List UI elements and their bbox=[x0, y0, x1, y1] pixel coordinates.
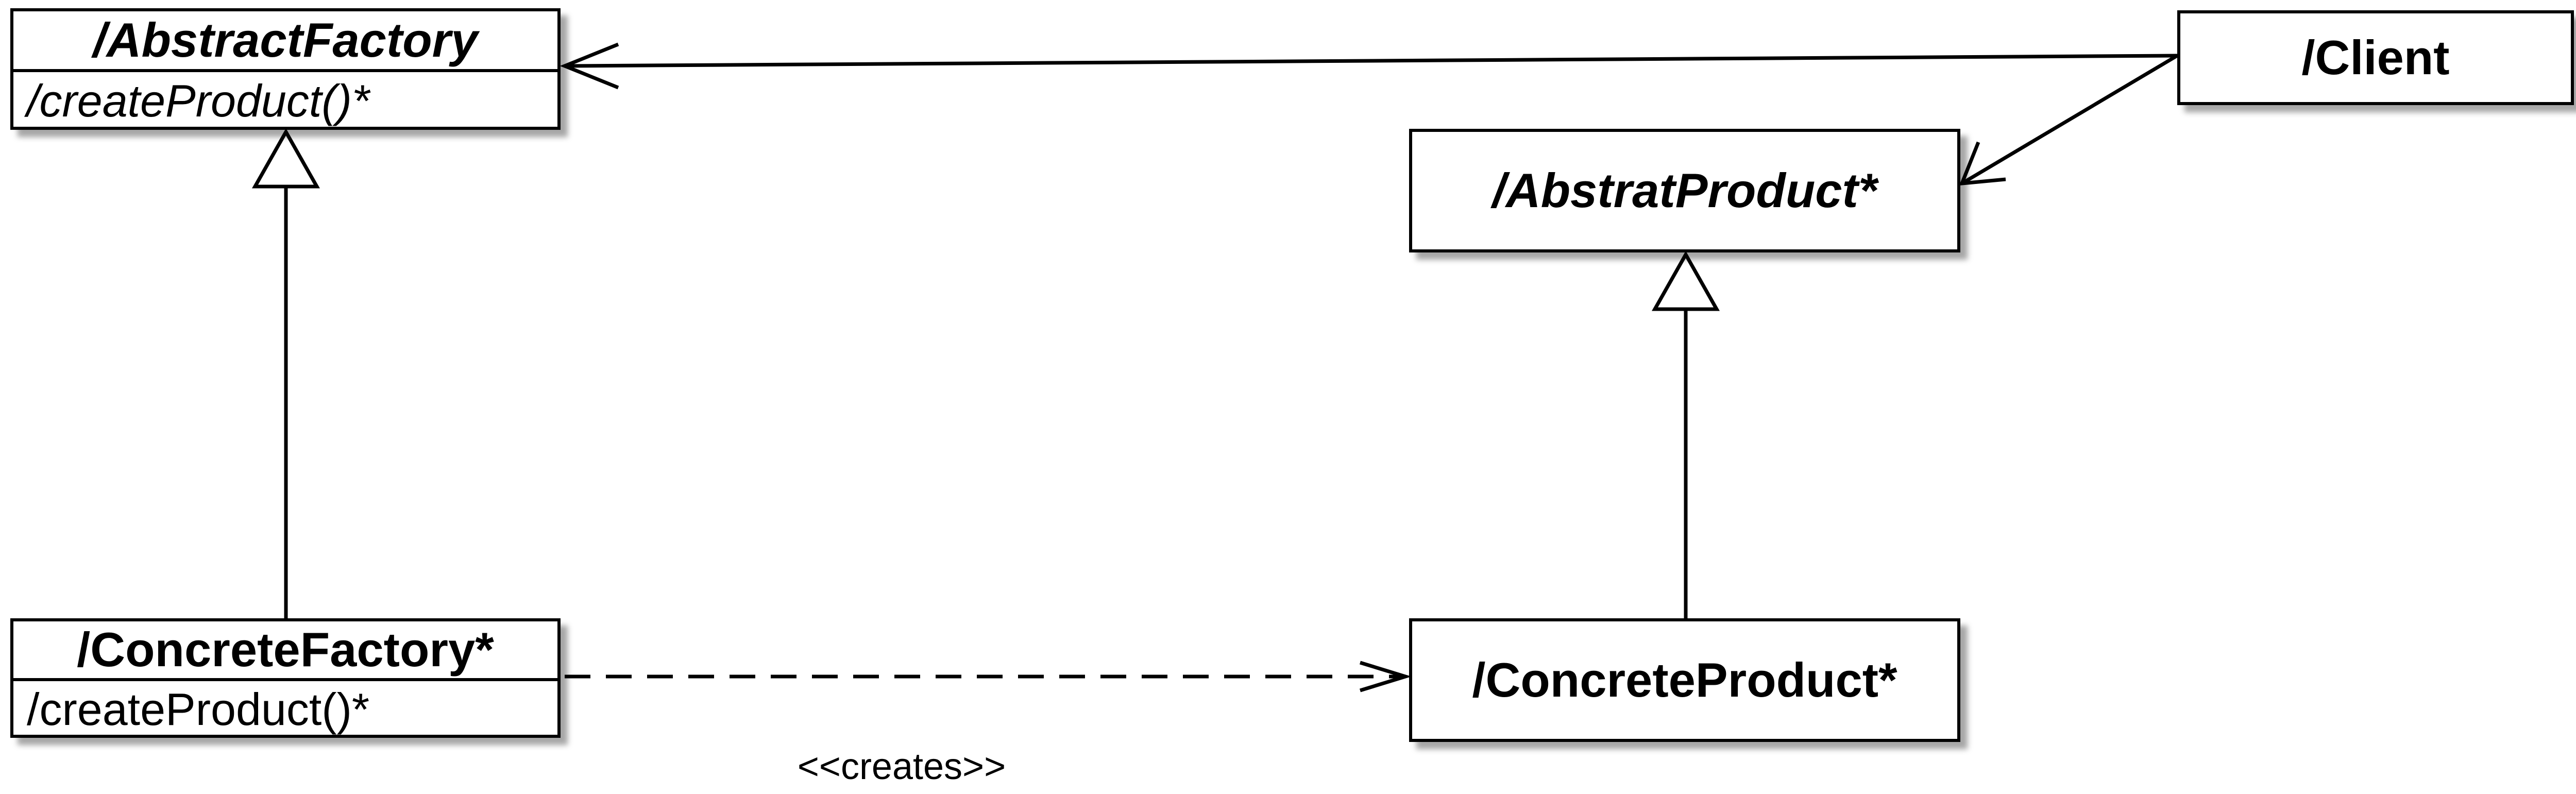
client-name: /Client bbox=[2301, 30, 2450, 85]
concrete-factory-operation: /createProduct()* bbox=[13, 678, 557, 738]
abstract-factory-name: /AbstractFactory bbox=[93, 13, 478, 67]
client-to-abstract-factory-arrowhead bbox=[560, 42, 619, 90]
client-to-abstract-factory-line bbox=[564, 54, 2178, 68]
concrete-factory-class: /ConcreteFactory* /createProduct()* bbox=[10, 618, 561, 738]
abstract-product-name: /AbstratProduct* bbox=[1492, 163, 1877, 217]
abstract-product-class: /AbstratProduct* bbox=[1409, 129, 1960, 252]
creates-dependency-arrowhead bbox=[1359, 661, 1412, 692]
client-to-abstract-product-line bbox=[1961, 54, 2178, 185]
concrete-product-name: /ConcreteProduct* bbox=[1472, 653, 1897, 707]
abstract-factory-class: /AbstractFactory /createProduct()* bbox=[10, 8, 561, 130]
factory-generalization-triangle bbox=[251, 128, 320, 189]
product-generalization-triangle bbox=[1651, 250, 1720, 311]
concrete-product-class: /ConcreteProduct* bbox=[1409, 618, 1960, 742]
client-class: /Client bbox=[2177, 10, 2574, 105]
creates-stereotype-label: <<creates>> bbox=[797, 746, 1006, 787]
client-to-abstract-product-arrowhead bbox=[1959, 141, 2006, 186]
concrete-factory-name: /ConcreteFactory* bbox=[77, 622, 494, 677]
abstract-factory-operation: /createProduct()* bbox=[13, 69, 557, 130]
